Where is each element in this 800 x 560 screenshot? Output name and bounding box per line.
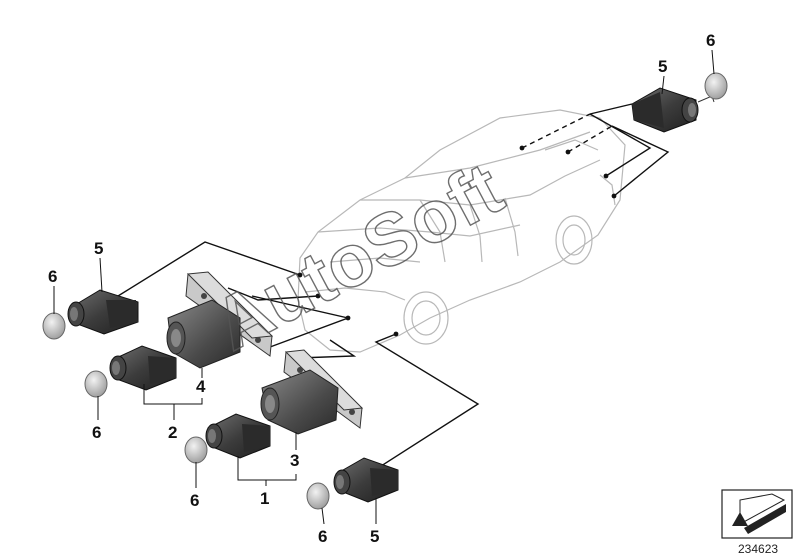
callout-1: 1: [260, 489, 269, 508]
callout-3: 3: [290, 451, 299, 470]
sensor-middle-left: [109, 345, 177, 391]
cap-top-right: [704, 72, 728, 100]
callout-labels: 6 5 5 6 4 2 6 3 1 6 6 5: [48, 31, 715, 546]
reference-arrow-icon: [721, 489, 793, 539]
callout-5-bottom: 5: [370, 527, 379, 546]
callout-leaders: [53, 49, 715, 525]
callout-6-bottom-right: 6: [318, 527, 327, 546]
sensor-top-right: [631, 87, 715, 133]
callout-6-bottom-middle: 6: [190, 491, 199, 510]
reference-number: 234623: [738, 542, 778, 556]
sensor-upper-left: [67, 289, 139, 335]
sensor-bottom-right: [333, 457, 399, 503]
assignment-lines: [117, 103, 670, 469]
callout-5-top: 5: [658, 57, 667, 76]
callout-6-left-lower: 6: [92, 423, 101, 442]
cap-left-upper: [42, 312, 66, 340]
callout-6-top: 6: [706, 31, 715, 50]
cap-bottom-middle: [184, 436, 208, 464]
callout-5-left: 5: [94, 239, 103, 258]
cap-bottom-right: [306, 482, 330, 510]
callout-2: 2: [168, 423, 177, 442]
bracket-part-3: [260, 349, 364, 435]
sensor-lower-middle: [205, 413, 271, 459]
cap-left-lower: [84, 370, 108, 398]
bracket-part-4: [166, 271, 274, 369]
callout-4: 4: [196, 377, 206, 396]
vehicle-outline: [297, 109, 626, 353]
callout-6-left-upper: 6: [48, 267, 57, 286]
